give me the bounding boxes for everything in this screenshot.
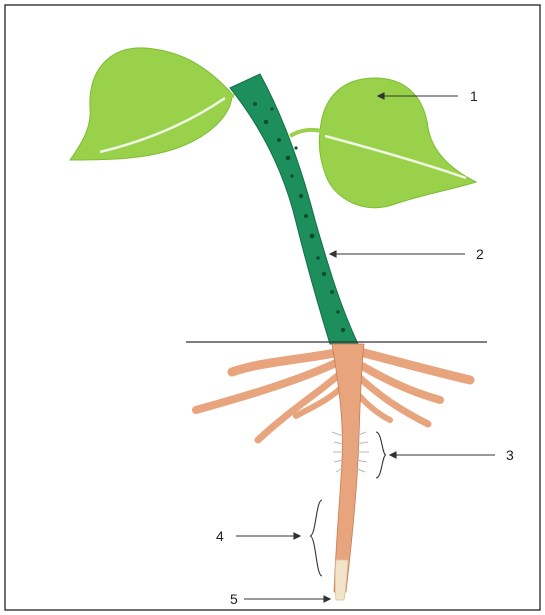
lateral-roots — [196, 352, 470, 440]
right-leaf — [319, 78, 476, 208]
bracket-4 — [310, 500, 322, 576]
tap-root — [332, 344, 364, 592]
label-5: 5 — [230, 591, 238, 607]
bracket-3 — [376, 432, 386, 478]
root-tip — [335, 560, 348, 600]
label-1: 1 — [470, 88, 478, 104]
label-2: 2 — [476, 246, 484, 262]
left-leaf — [70, 48, 232, 160]
diagram-border — [5, 5, 540, 610]
label-3: 3 — [506, 447, 514, 463]
right-petiole — [290, 130, 324, 136]
label-4: 4 — [216, 528, 224, 544]
